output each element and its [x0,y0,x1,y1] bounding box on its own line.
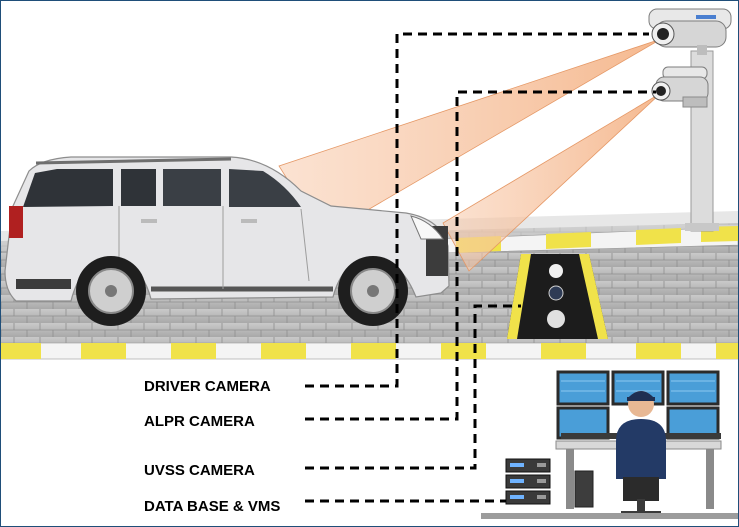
cctv-camera-icon [651,66,709,108]
alpr-camera-label: ALPR CAMERA [144,413,255,430]
driver-camera-connector [305,32,649,388]
database-vms-label: DATA BASE & VMS [144,498,281,515]
suv-vehicle [4,156,450,326]
cctv-camera-icon [648,8,732,55]
alpr-camera-connector [305,90,656,421]
control-room [555,370,722,515]
uvss-camera-label: UVSS CAMERA [144,462,255,479]
security-operator-icon [616,391,666,515]
near-curb [1,342,738,360]
under-vehicle-scanner-icon [507,254,608,339]
driver-camera-label: DRIVER CAMERA [144,378,271,395]
server-rack-icon [505,458,551,505]
